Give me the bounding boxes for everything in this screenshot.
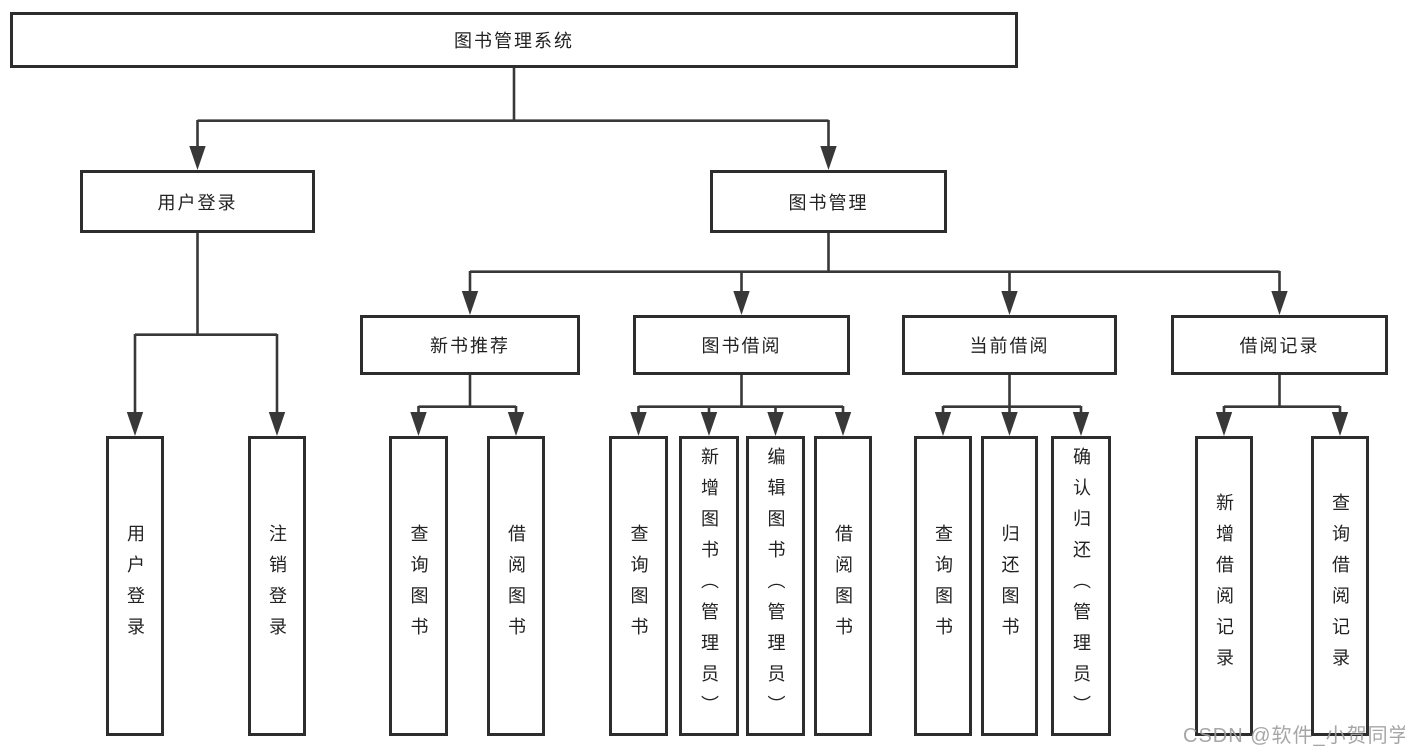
leaf-confirm-return-admin: 确认归还（管理员） [1051, 436, 1111, 736]
node-root-label: 图书管理系统 [454, 31, 574, 51]
leaf-query-books-1-label: 查询图书 [408, 524, 429, 648]
leaf-return-books: 归还图书 [981, 436, 1038, 736]
leaf-borrow-books-1-label: 借阅图书 [506, 524, 526, 648]
leaf-logout-login-label: 注销登录 [267, 524, 287, 648]
node-user-login: 用户登录 [80, 170, 315, 233]
arrowheads [126, 146, 1349, 436]
node-borrow-records-label: 借阅记录 [1239, 336, 1320, 356]
leaf-edit-books-admin: 编辑图书（管理员） [746, 436, 805, 736]
leaf-query-books-2: 查询图书 [609, 436, 668, 736]
node-user-login-label: 用户登录 [157, 192, 238, 213]
leaf-user-login: 用户登录 [106, 436, 164, 736]
node-book-borrow-label: 图书借阅 [701, 336, 782, 356]
leaf-user-login-label: 用户登录 [125, 524, 145, 648]
leaf-query-books-3: 查询图书 [914, 436, 972, 736]
leaf-return-books-label: 归还图书 [999, 524, 1020, 648]
leaf-query-books-3-label: 查询图书 [933, 524, 953, 648]
leaf-query-books-1: 查询图书 [389, 436, 448, 736]
leaf-query-borrow-record-label: 查询借阅记录 [1330, 493, 1350, 679]
leaf-query-borrow-record: 查询借阅记录 [1311, 436, 1369, 736]
node-book-borrow: 图书借阅 [633, 315, 850, 375]
node-new-book-recommend: 新书推荐 [360, 315, 580, 375]
node-new-book-recommend-label: 新书推荐 [430, 336, 510, 356]
leaf-confirm-return-admin-label: 确认归还（管理员） [1071, 446, 1091, 726]
leaf-add-books-admin: 新增图书（管理员） [679, 436, 739, 736]
leaf-edit-books-admin-label: 编辑图书（管理员） [765, 446, 786, 726]
node-current-borrow: 当前借阅 [902, 315, 1117, 375]
leaf-borrow-books-2-label: 借阅图书 [833, 524, 853, 648]
leaf-add-borrow-record-label: 新增借阅记录 [1214, 493, 1234, 679]
csdn-watermark: CSDN @软件_小贺同学 [1183, 725, 1405, 747]
node-book-management: 图书管理 [710, 170, 947, 233]
leaf-add-books-admin-label: 新增图书（管理员） [699, 446, 719, 726]
leaf-borrow-books-2: 借阅图书 [814, 436, 872, 736]
leaf-add-borrow-record: 新增借阅记录 [1195, 436, 1253, 736]
leaf-query-books-2-label: 查询图书 [628, 524, 649, 648]
node-root: 图书管理系统 [10, 12, 1018, 68]
node-borrow-records: 借阅记录 [1171, 315, 1388, 375]
node-book-management-label: 图书管理 [788, 192, 869, 213]
leaf-borrow-books-1: 借阅图书 [487, 436, 545, 736]
node-current-borrow-label: 当前借阅 [969, 336, 1050, 356]
leaf-logout-login: 注销登录 [248, 436, 306, 736]
